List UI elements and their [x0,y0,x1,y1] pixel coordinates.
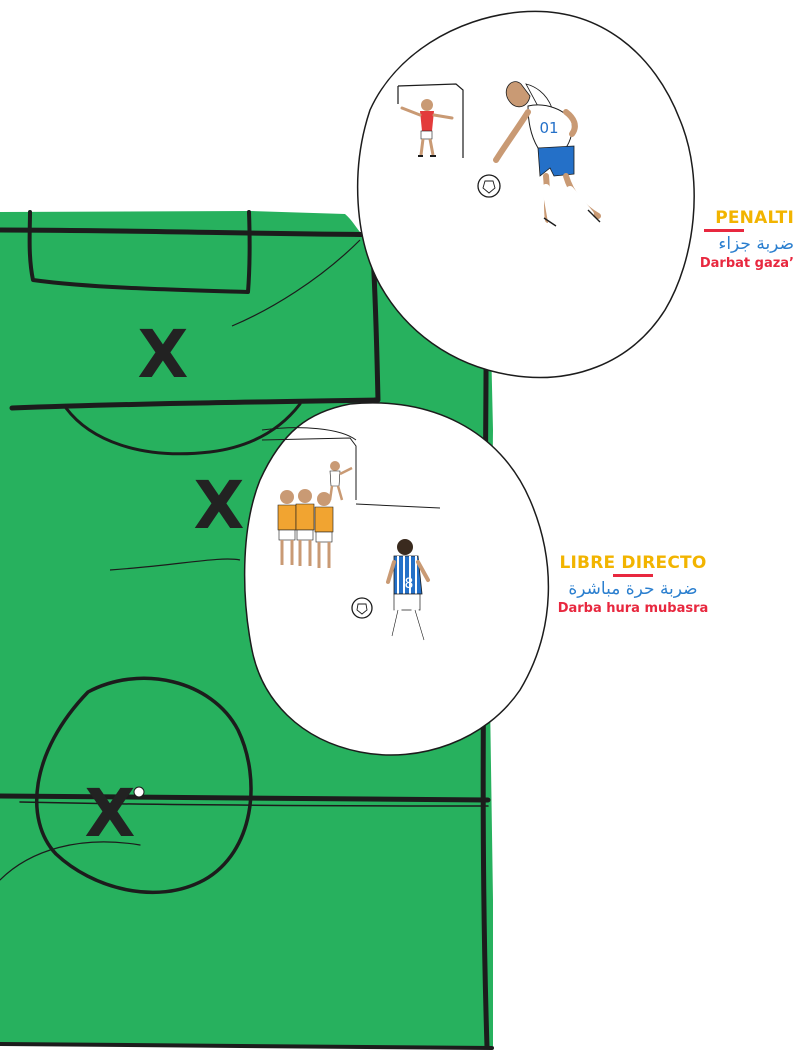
free-kick-title: LIBRE DIRECTO [518,553,748,573]
free-kick-label: LIBRE DIRECTO ضربة حرة مباشرة Darba hura… [518,553,748,616]
penalty-translit: Darbat gaza’ [664,256,794,271]
free-kick-kicker-number: 8 [405,576,414,592]
free-kick-underline [613,574,653,577]
penalty-arabic: ضربة جزاء [664,234,794,254]
free-kick-translit: Darba hura mubasra [518,601,748,616]
penalty-label: PENALTI ضربة جزاء Darbat gaza’ [664,208,794,271]
penalty-spot-marker: X [138,316,189,393]
free-kick-arabic: ضربة حرة مباشرة [518,579,748,599]
penalty-underline [704,229,744,232]
center-spot [134,787,144,797]
free-kick-spot-marker: X [194,467,245,544]
penalty-bubble [358,11,695,377]
penalty-ball [478,175,500,197]
penalty-kicker-number: 01 [539,119,558,137]
penalty-title: PENALTI [664,208,794,228]
free-kick-ball [352,598,372,618]
kickoff-spot-marker: X [85,775,136,852]
